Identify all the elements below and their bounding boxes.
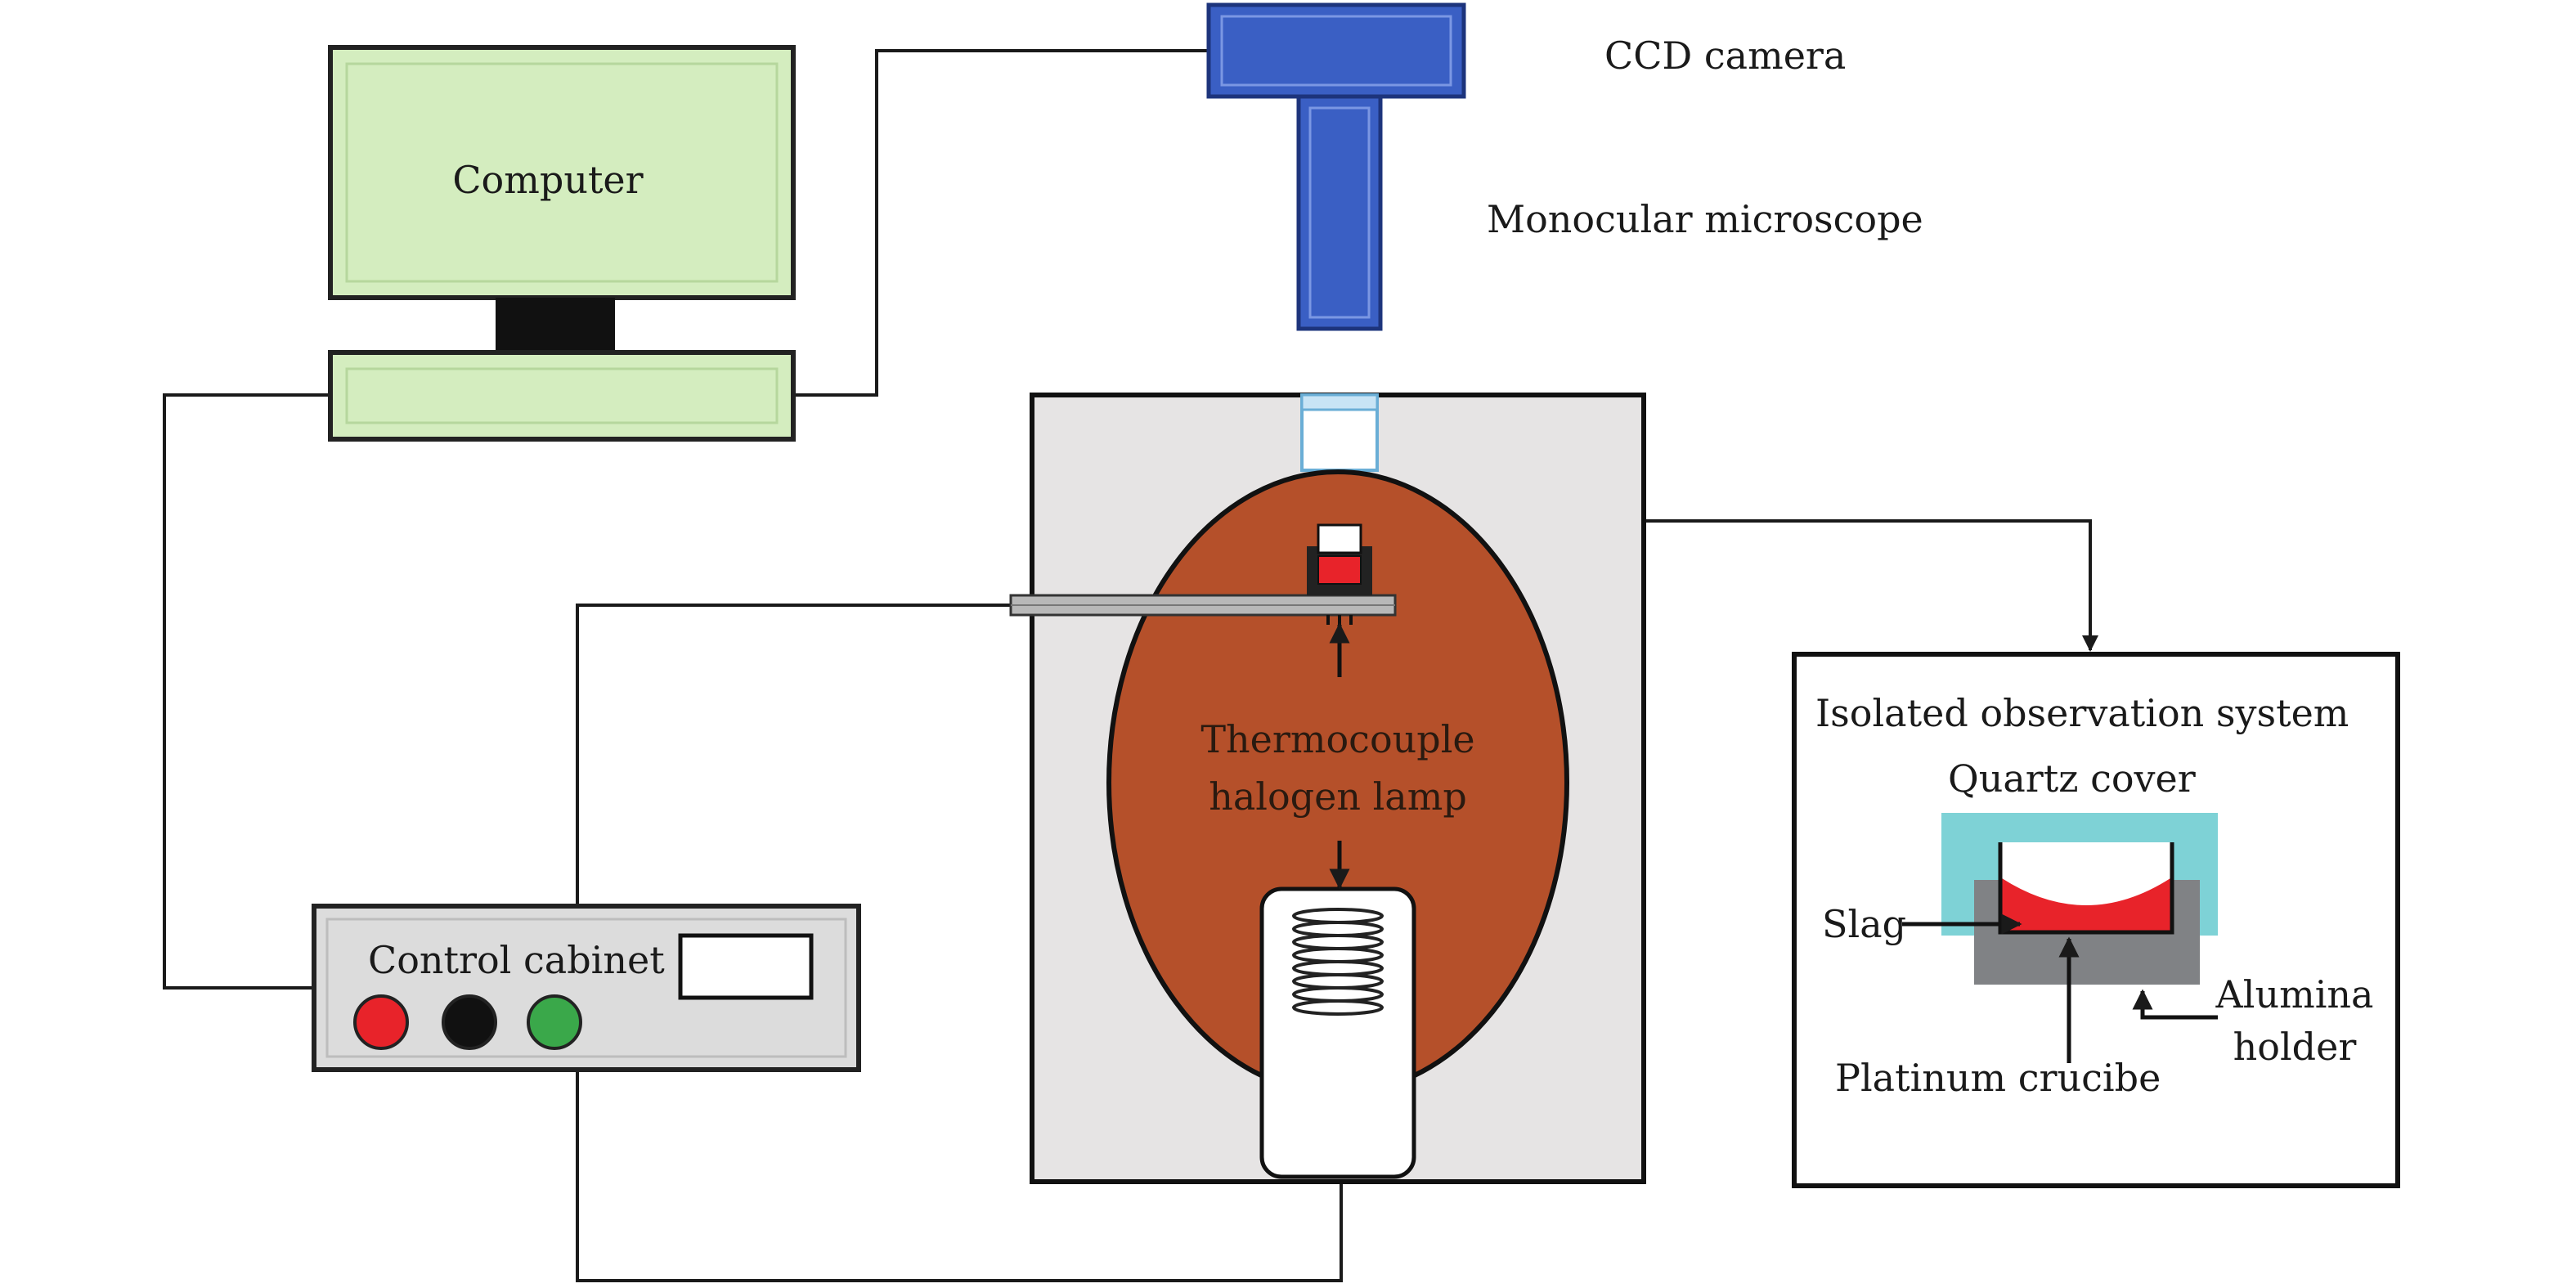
control-cabinet: Control cabinet — [312, 904, 861, 1072]
halogen-lamp — [1259, 886, 1416, 1179]
platinum-crucible-label: Platinum crucibe — [1835, 1056, 2161, 1100]
wire-cabinet-to-thermocouple — [576, 604, 1011, 906]
quartz-cover-label: Quartz cover — [1948, 756, 2196, 801]
wire-computer-to-cabinet — [163, 393, 330, 990]
ccd-camera-body — [1206, 2, 1466, 99]
halogen-lamp-label: halogen lamp — [1209, 774, 1467, 819]
observation-window-glass — [1300, 393, 1379, 411]
slag-label: Slag — [1822, 902, 1906, 946]
computer: Computer — [328, 45, 796, 442]
sample-slag — [1317, 555, 1362, 585]
wire-computer-to-camera — [793, 49, 1209, 397]
computer-base-unit — [328, 350, 796, 442]
control-cabinet-label: Control cabinet — [368, 938, 665, 982]
furnace: Thermocouple halogen lamp — [1009, 393, 1646, 1184]
computer-monitor — [328, 45, 796, 300]
lamp-filament-coil — [1292, 908, 1384, 1016]
ccd-camera-highlight — [1220, 15, 1452, 87]
sample-assembly — [1009, 523, 1397, 677]
computer-monitor-bezel — [345, 62, 779, 283]
control-cabinet-display — [678, 933, 814, 1000]
sample-quartz-top — [1317, 523, 1362, 554]
microscope-label: Monocular microscope — [1487, 197, 1923, 241]
thermocouple-label: Thermocouple — [1200, 717, 1474, 761]
alumina-holder-arrow — [2132, 989, 2218, 1020]
microscope-tube — [1296, 94, 1383, 331]
isolated-observation-system: Isolated observation system Quartz cover… — [1792, 652, 2400, 1188]
slag-melt — [2002, 878, 2170, 931]
computer-base-inner — [345, 367, 779, 424]
ccd-camera-microscope — [1206, 2, 1466, 331]
ccd-camera-label: CCD camera — [1604, 34, 1846, 78]
lamp-housing — [1259, 886, 1416, 1179]
platinum-crucible — [1998, 842, 2174, 935]
computer-label: Computer — [452, 158, 643, 202]
control-cabinet-inner — [325, 918, 847, 1058]
alumina-label: Alumina — [2215, 972, 2374, 1016]
computer-stand — [496, 298, 615, 352]
green-button — [527, 994, 582, 1050]
observation-system-title: Isolated observation system — [1815, 691, 2349, 735]
wire-cabinet-to-lamp — [576, 1070, 1343, 1282]
black-button — [442, 994, 497, 1050]
red-button — [353, 994, 409, 1050]
microscope-tube-highlight — [1308, 106, 1371, 319]
holder-label: holder — [2233, 1025, 2357, 1069]
